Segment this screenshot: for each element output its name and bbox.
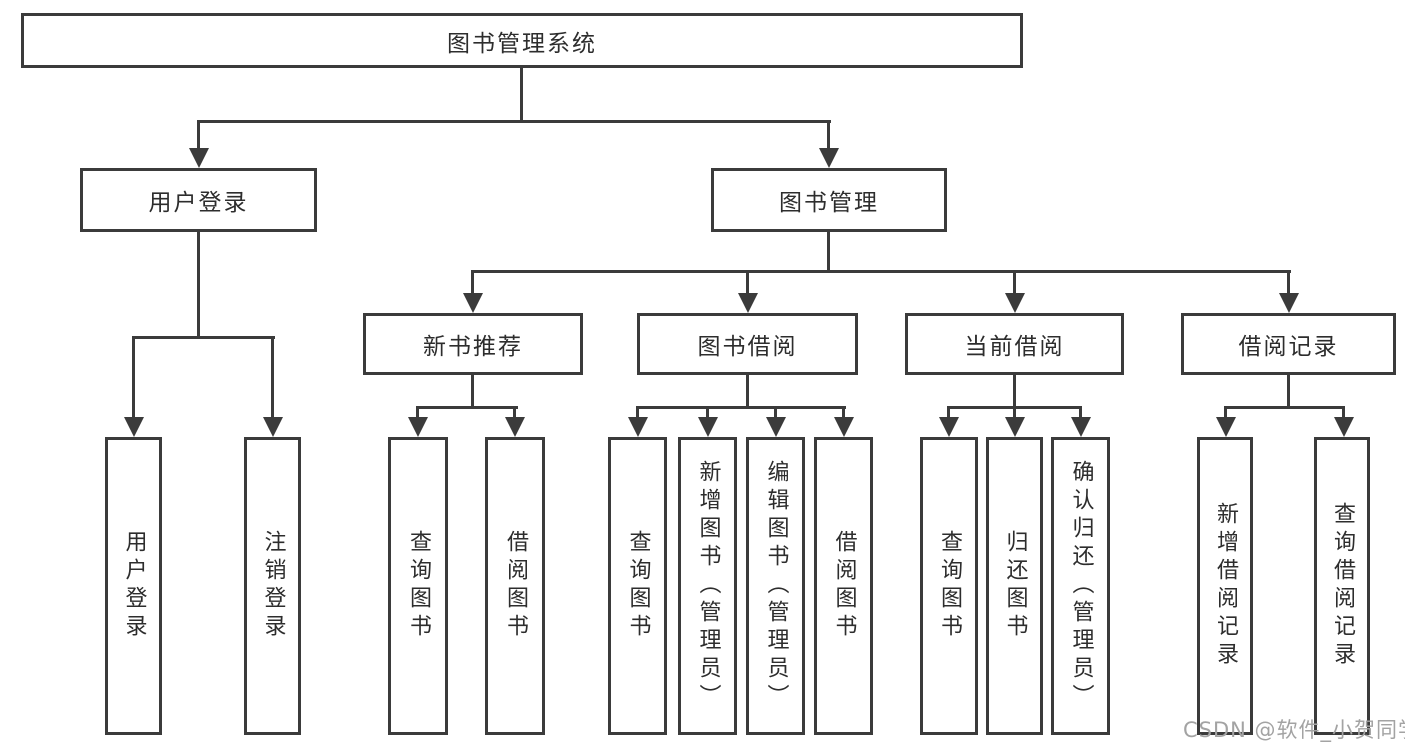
node-label: 新书推荐 — [423, 334, 523, 360]
node-book-borrow: 图书借阅 — [637, 313, 858, 375]
connector-line — [746, 270, 749, 296]
connector-line — [706, 406, 709, 420]
connector-line — [1287, 270, 1290, 296]
node-label: 图书管理系统 — [447, 30, 597, 57]
arrow-down-icon — [1279, 293, 1299, 313]
connector-line — [271, 336, 274, 420]
connector-line — [471, 270, 474, 296]
leaf-borrow-edit-books-admin: 编辑图书（管理员） — [746, 437, 805, 735]
connector-line — [471, 270, 1291, 273]
node-label: 借阅记录 — [1238, 334, 1339, 360]
leaf-label: 查询借阅记录 — [1330, 502, 1355, 670]
arrow-down-icon — [124, 417, 144, 437]
leaf-current-return-books: 归还图书 — [986, 437, 1043, 735]
arrow-down-icon — [263, 417, 283, 437]
connector-line — [1224, 406, 1227, 420]
connector-line — [1013, 406, 1016, 420]
arrow-down-icon — [1071, 417, 1091, 437]
node-borrow-records: 借阅记录 — [1181, 313, 1396, 375]
leaf-label: 借阅图书 — [831, 530, 857, 642]
leaf-borrow-add-books-admin: 新增图书（管理员） — [678, 437, 737, 735]
connector-line — [1013, 375, 1016, 409]
leaf-label: 查询图书 — [406, 530, 431, 642]
connector-line — [842, 406, 845, 420]
leaf-current-confirm-return-admin: 确认归还（管理员） — [1051, 437, 1110, 735]
leaf-label: 新增图书（管理员） — [695, 460, 721, 712]
leaf-user-login: 用户登录 — [105, 437, 162, 735]
leaf-label: 确认归还（管理员） — [1068, 460, 1094, 712]
leaf-label: 用户登录 — [121, 530, 147, 642]
arrow-down-icon — [1334, 417, 1354, 437]
leaf-label: 借阅图书 — [503, 530, 528, 642]
connector-line — [132, 336, 135, 420]
arrow-down-icon — [1005, 417, 1025, 437]
arrow-down-icon — [738, 293, 758, 313]
connector-line — [827, 232, 830, 273]
connector-line — [636, 406, 846, 409]
connector-line — [197, 120, 200, 151]
connector-line — [947, 406, 950, 420]
leaf-records-add-record: 新增借阅记录 — [1197, 437, 1253, 735]
leaf-label: 新增借阅记录 — [1213, 502, 1238, 670]
arrow-down-icon — [1005, 293, 1025, 313]
arrow-down-icon — [834, 417, 854, 437]
connector-line — [1079, 406, 1082, 420]
connector-line — [827, 120, 830, 151]
leaf-borrow-query-books: 查询图书 — [608, 437, 667, 735]
connector-line — [1013, 270, 1016, 296]
connector-line — [416, 406, 518, 409]
connector-line — [1287, 375, 1290, 409]
connector-line — [636, 406, 639, 420]
node-label: 当前借阅 — [964, 334, 1065, 360]
node-new-book-recommend: 新书推荐 — [363, 313, 583, 375]
arrow-down-icon — [463, 293, 483, 313]
arrow-down-icon — [819, 148, 839, 168]
node-label: 用户登录 — [148, 190, 249, 216]
connector-line — [132, 336, 275, 339]
arrow-down-icon — [189, 148, 209, 168]
leaf-current-query-books: 查询图书 — [920, 437, 978, 735]
connector-line — [513, 406, 516, 420]
connector-line — [774, 406, 777, 420]
arrow-down-icon — [408, 417, 428, 437]
connector-line — [471, 375, 474, 409]
connector-line — [197, 120, 831, 123]
node-current-borrow: 当前借阅 — [905, 313, 1124, 375]
connector-line — [1224, 406, 1345, 409]
leaf-borrow-borrow-books: 借阅图书 — [814, 437, 873, 735]
connector-line — [416, 406, 419, 420]
leaf-logout: 注销登录 — [244, 437, 301, 735]
leaf-label: 归还图书 — [1002, 530, 1028, 642]
leaf-label: 注销登录 — [260, 530, 286, 642]
leaf-recommend-borrow-books: 借阅图书 — [485, 437, 545, 735]
node-label: 图书借阅 — [697, 334, 798, 360]
leaf-label: 查询图书 — [625, 530, 651, 642]
node-root: 图书管理系统 — [21, 13, 1023, 68]
leaf-records-query-record: 查询借阅记录 — [1314, 437, 1370, 735]
leaf-recommend-query-books: 查询图书 — [388, 437, 448, 735]
arrow-down-icon — [939, 417, 959, 437]
arrow-down-icon — [628, 417, 648, 437]
node-book-management: 图书管理 — [711, 168, 947, 232]
connector-line — [1342, 406, 1345, 420]
arrow-down-icon — [1216, 417, 1236, 437]
arrow-down-icon — [505, 417, 525, 437]
node-user-login: 用户登录 — [80, 168, 317, 232]
connector-line — [746, 375, 749, 409]
arrow-down-icon — [698, 417, 718, 437]
connector-line — [197, 232, 200, 339]
leaf-label: 编辑图书（管理员） — [763, 460, 789, 712]
node-label: 图书管理 — [779, 190, 879, 216]
connector-line — [520, 68, 523, 123]
watermark: CSDN @软件_小贺同学 — [1183, 718, 1405, 742]
leaf-label: 查询图书 — [937, 530, 962, 642]
arrow-down-icon — [766, 417, 786, 437]
